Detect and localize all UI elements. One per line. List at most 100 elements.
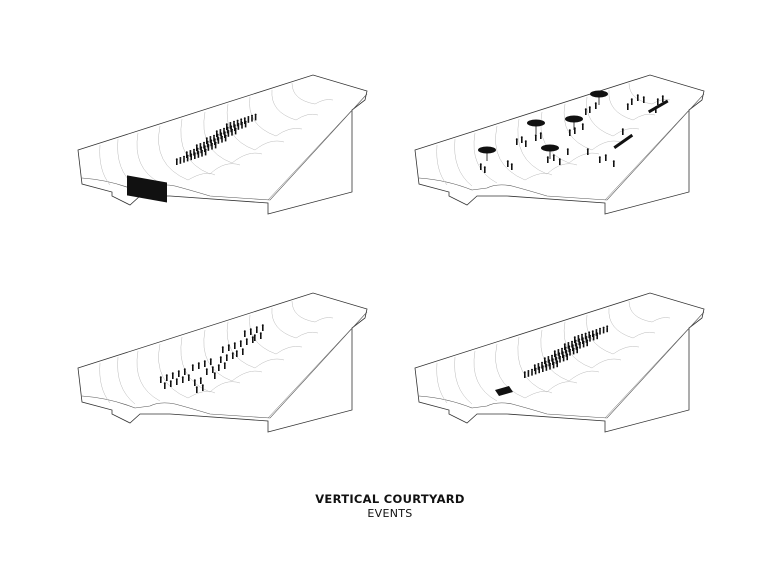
person: [175, 158, 178, 165]
diagram-subtitle: EVENTS: [367, 507, 413, 520]
person: [189, 150, 192, 157]
person: [261, 324, 264, 331]
table: [647, 99, 669, 114]
person: [225, 354, 228, 361]
person: [213, 134, 215, 142]
person: [179, 157, 182, 164]
screen: [127, 175, 167, 203]
person: [243, 117, 246, 124]
person: [581, 333, 583, 341]
person: [205, 368, 208, 375]
person: [546, 156, 549, 163]
person: [588, 106, 591, 113]
person: [566, 148, 569, 155]
person: [642, 96, 645, 103]
person: [604, 154, 607, 161]
person: [531, 368, 533, 376]
person: [606, 325, 609, 333]
person: [661, 95, 664, 102]
person: [259, 332, 262, 339]
person: [612, 160, 615, 167]
person: [552, 154, 555, 161]
person: [183, 155, 185, 163]
person: [245, 338, 248, 345]
person: [515, 138, 518, 145]
person: [219, 356, 222, 363]
person: [567, 342, 570, 349]
person: [193, 148, 195, 156]
person: [253, 334, 256, 341]
person: [175, 378, 178, 385]
person: [177, 370, 180, 377]
person: [221, 346, 224, 353]
person: [229, 122, 232, 129]
person: [203, 141, 205, 149]
person: [209, 358, 212, 365]
person: [239, 340, 242, 347]
person: [254, 113, 257, 121]
person: [541, 361, 543, 369]
person: [233, 342, 236, 349]
person: [599, 327, 601, 335]
person: [217, 364, 220, 371]
scenario-stage: [414, 292, 705, 433]
person: [594, 102, 597, 109]
person: [169, 380, 172, 387]
person: [223, 127, 225, 135]
person: [195, 386, 198, 393]
person: [243, 330, 246, 337]
person: [197, 362, 200, 369]
person: [568, 129, 571, 136]
person: [561, 347, 563, 355]
person: [205, 137, 208, 144]
person: [227, 344, 230, 351]
table: [613, 133, 634, 149]
person: [171, 372, 174, 379]
person: [636, 94, 639, 101]
person: [165, 374, 168, 381]
person: [563, 343, 566, 350]
person: [225, 123, 228, 130]
person: [199, 143, 202, 150]
person: [181, 376, 184, 383]
person: [558, 158, 561, 165]
person: [543, 357, 546, 364]
person: [584, 108, 587, 115]
person: [215, 130, 218, 137]
person: [577, 335, 580, 342]
person: [183, 368, 186, 375]
person: [209, 136, 212, 143]
person: [506, 160, 509, 167]
person: [602, 326, 605, 334]
person: [520, 136, 523, 143]
person: [187, 374, 190, 381]
person: [621, 128, 624, 135]
person: [595, 329, 598, 336]
person: [219, 129, 222, 136]
person: [233, 120, 235, 128]
person: [588, 331, 591, 339]
person: [573, 336, 576, 343]
person: [213, 372, 216, 379]
person: [533, 364, 536, 371]
person: [630, 98, 633, 105]
person: [240, 118, 243, 126]
person: [251, 114, 253, 122]
person: [241, 348, 244, 355]
person: [557, 349, 560, 356]
person: [626, 103, 629, 110]
person: [586, 148, 589, 155]
person: [255, 326, 258, 333]
person: [247, 116, 250, 123]
person: [193, 379, 196, 386]
person: [163, 382, 166, 389]
person: [483, 166, 486, 173]
person: [195, 144, 198, 151]
person: [551, 354, 553, 362]
person: [235, 350, 238, 357]
person: [159, 376, 162, 383]
person: [656, 98, 659, 105]
person: [539, 132, 542, 139]
scenario-performance: [77, 292, 368, 433]
